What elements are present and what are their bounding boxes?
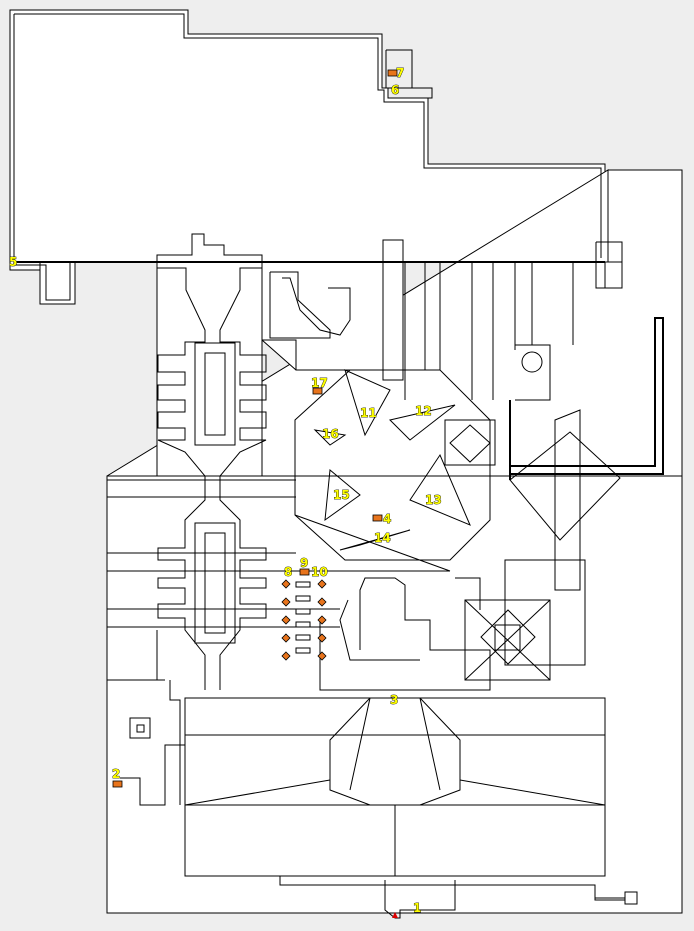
item-marker [112, 780, 123, 788]
marker-11: 11 [360, 406, 377, 420]
marker-17: 17 [311, 376, 328, 390]
marker-4: 4 [383, 512, 391, 526]
marker-10: 10 [311, 565, 328, 579]
marker-1: 1 [413, 901, 421, 915]
marker-5: 5 [9, 255, 17, 269]
marker-16: 16 [322, 427, 339, 441]
item-marker [372, 514, 383, 522]
floor-areas [9, 9, 683, 914]
marker-6: 6 [391, 83, 399, 97]
item-marker [312, 387, 323, 395]
items [112, 69, 398, 918]
marker-labels: 1 2 3 4 5 6 7 8 9 10 11 12 13 14 15 16 1… [9, 66, 443, 916]
item-marker [387, 69, 398, 77]
marker-15: 15 [333, 488, 350, 502]
marker-9: 9 [300, 556, 308, 570]
bench-rows [295, 581, 311, 654]
item-marker [299, 568, 310, 576]
diamond-markers [281, 579, 327, 661]
walls [13, 13, 683, 919]
marker-8: 8 [284, 565, 292, 579]
marker-3: 3 [390, 693, 398, 707]
marker-12: 12 [415, 404, 432, 418]
marker-14: 14 [374, 531, 391, 545]
marker-7: 7 [396, 66, 404, 80]
marker-13: 13 [425, 493, 442, 507]
marker-2: 2 [112, 767, 120, 781]
